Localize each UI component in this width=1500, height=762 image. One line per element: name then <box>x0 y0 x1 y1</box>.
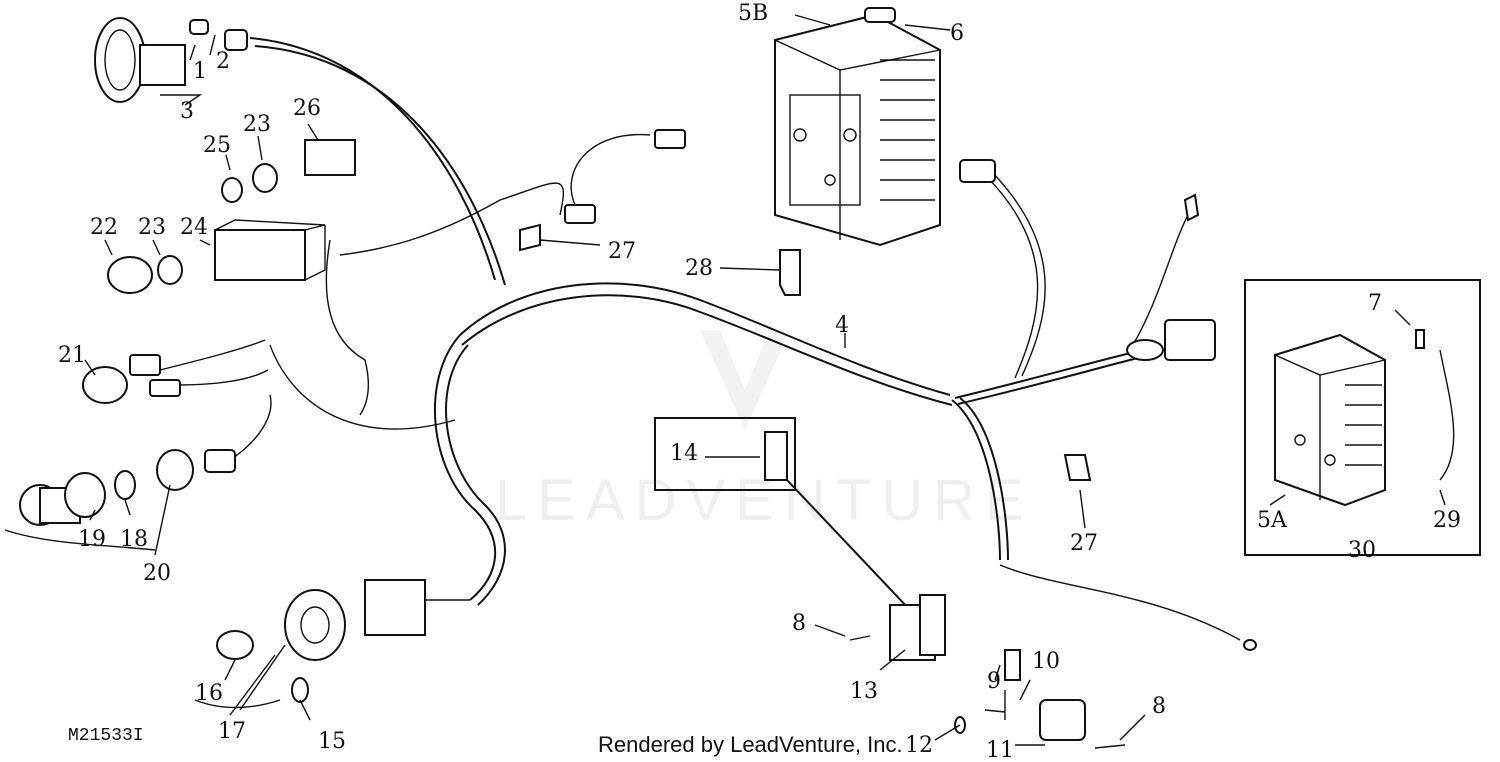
leader-lines <box>84 14 1446 746</box>
callout-8b: 8 <box>1152 694 1166 719</box>
callout-9: 9 <box>987 669 1001 694</box>
sensor-21 <box>82 354 181 404</box>
figure-code: M21533I <box>68 726 144 746</box>
callout-21: 21 <box>58 343 86 368</box>
callout-23a: 23 <box>138 215 166 240</box>
callout-17: 17 <box>218 719 246 744</box>
callout-22: 22 <box>90 215 118 240</box>
callout-labels: 1 2 3 4 5B 6 7 8 8 9 10 11 12 13 14 15 1… <box>58 1 1461 762</box>
callout-3: 3 <box>180 99 194 124</box>
callout-5a: 5A <box>1257 508 1288 533</box>
module-5a-kit <box>1244 279 1481 556</box>
gauge-assembly <box>94 17 248 103</box>
callout-18: 18 <box>120 527 148 552</box>
callout-26: 26 <box>293 96 321 121</box>
callout-15: 15 <box>318 729 346 754</box>
callout-23b: 23 <box>243 112 271 137</box>
relay-14-13 <box>654 417 946 661</box>
callout-30: 30 <box>1348 538 1376 563</box>
callout-1: 1 <box>193 59 207 84</box>
callout-8a: 8 <box>792 611 806 636</box>
watermark: LEADVENTURE <box>495 330 1034 533</box>
callout-28: 28 <box>685 256 713 281</box>
callout-25: 25 <box>203 133 231 158</box>
callout-2: 2 <box>216 49 230 74</box>
credit-text: Rendered by LeadVenture, Inc. <box>598 732 903 757</box>
callout-4: 4 <box>835 313 849 338</box>
callout-7: 7 <box>1368 291 1382 316</box>
switch-assembly <box>107 139 356 294</box>
callout-27b: 27 <box>1070 531 1098 556</box>
key-switch-assembly <box>4 449 236 551</box>
callout-16: 16 <box>195 681 223 706</box>
callout-5b: 5B <box>738 1 768 26</box>
callout-11: 11 <box>986 738 1014 762</box>
callout-14: 14 <box>670 441 698 466</box>
callout-19: 19 <box>78 527 106 552</box>
callout-12: 12 <box>905 733 933 758</box>
watermark-text: LEADVENTURE <box>495 468 1034 533</box>
main-harness <box>159 37 1241 641</box>
small-parts <box>519 129 1257 749</box>
callout-6: 6 <box>950 21 964 46</box>
module-5b <box>774 7 941 247</box>
callout-29: 29 <box>1433 508 1461 533</box>
callout-20: 20 <box>143 561 171 586</box>
callout-24: 24 <box>180 215 208 240</box>
callout-10: 10 <box>1032 649 1060 674</box>
callout-13: 13 <box>850 679 878 704</box>
callout-27a: 27 <box>608 239 636 264</box>
switch-17 <box>194 579 470 709</box>
